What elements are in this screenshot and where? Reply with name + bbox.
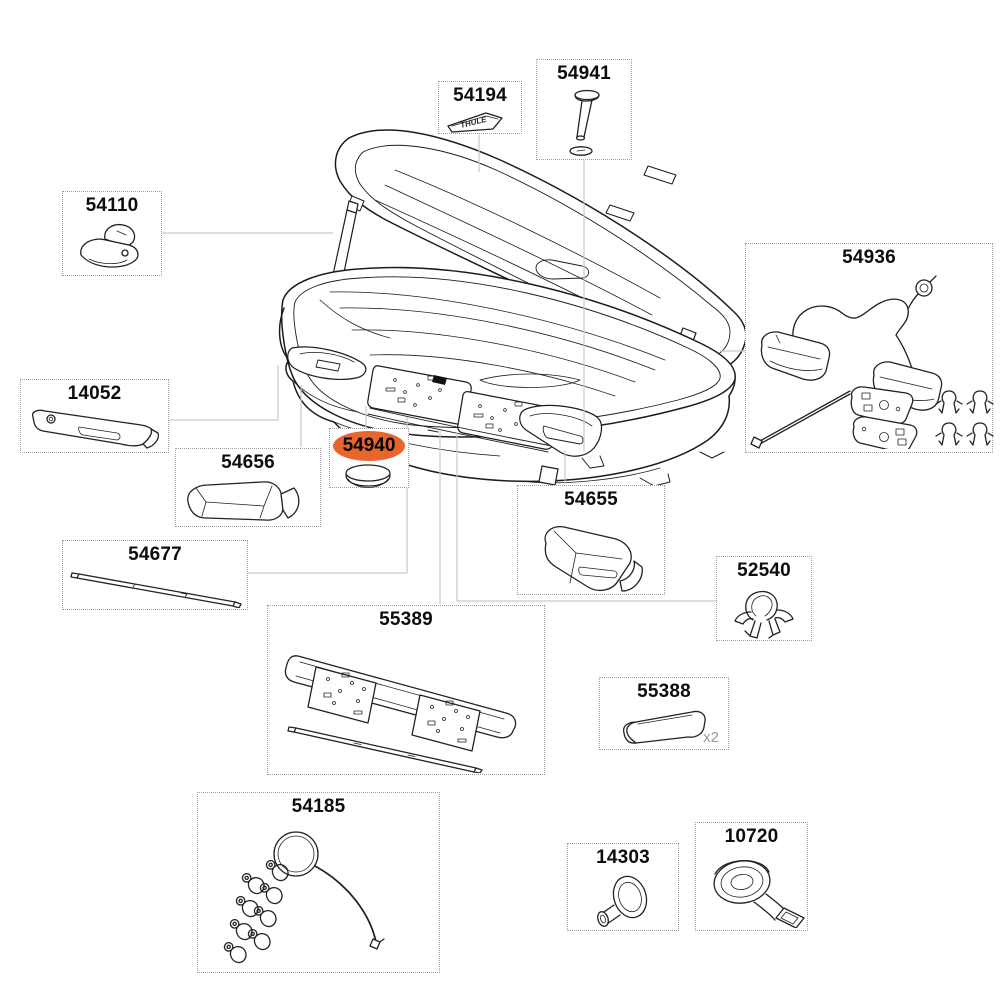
part-box-54936[interactable]: 54936: [745, 243, 994, 453]
part-number: 14052: [67, 383, 122, 404]
part-54936-drawing: [750, 275, 994, 449]
part-54655-drawing: [544, 525, 643, 592]
part-52540-drawing: [734, 590, 794, 639]
leader-lines: [162, 134, 745, 604]
part-box-54185[interactable]: 54185: [197, 792, 440, 973]
part-54194-drawing: THULE: [447, 112, 503, 133]
part-number: 54677: [128, 544, 182, 565]
part-14052-drawing: [31, 409, 160, 449]
part-54110-drawing: [80, 223, 139, 268]
part-box-54110[interactable]: 54110: [62, 191, 162, 276]
part-54656-drawing: [187, 481, 300, 521]
part-box-14052[interactable]: 14052: [20, 379, 169, 453]
part-box-54940[interactable]: 54940: [329, 428, 409, 488]
part-number: 14303: [596, 847, 650, 868]
highlighted-part-number: 54940: [333, 431, 405, 461]
quantity-label: x2: [703, 729, 719, 746]
part-54940-drawing: [345, 464, 391, 488]
part-number: 54194: [453, 85, 507, 106]
part-54677-drawing: [70, 572, 242, 608]
part-number: 55388: [637, 681, 691, 702]
part-number: 10720: [724, 826, 779, 847]
box-front-details: [287, 346, 605, 486]
part-box-54656[interactable]: 54656: [175, 448, 321, 527]
part-54185-drawing: [222, 831, 385, 966]
part-number: 54656: [221, 452, 275, 473]
part-number: 54185: [291, 796, 346, 817]
part-box-52540[interactable]: 52540: [716, 556, 812, 641]
part-54941-drawing: [569, 89, 600, 156]
part-box-14303[interactable]: 14303: [567, 843, 679, 931]
part-box-54677[interactable]: 54677: [62, 540, 248, 610]
part-box-54194[interactable]: 54194 THULE: [438, 81, 522, 134]
part-number: 54655: [564, 489, 618, 510]
part-14303-drawing: [597, 875, 648, 927]
part-number: 54936: [842, 247, 896, 268]
part-10720-drawing: [713, 859, 805, 928]
part-box-10720[interactable]: 10720: [695, 822, 808, 931]
part-number: 52540: [737, 560, 791, 581]
part-box-55388[interactable]: 55388 x2: [599, 677, 729, 750]
part-number: 55389: [379, 609, 433, 630]
part-55389-drawing: [284, 655, 517, 773]
part-number: 54110: [85, 195, 139, 216]
part-box-54941[interactable]: 54941: [536, 59, 632, 160]
part-55388-drawing: [622, 710, 706, 744]
part-box-54655[interactable]: 54655: [517, 485, 665, 595]
part-box-55389[interactable]: 55389: [267, 605, 545, 775]
part-number: 54941: [557, 63, 611, 84]
